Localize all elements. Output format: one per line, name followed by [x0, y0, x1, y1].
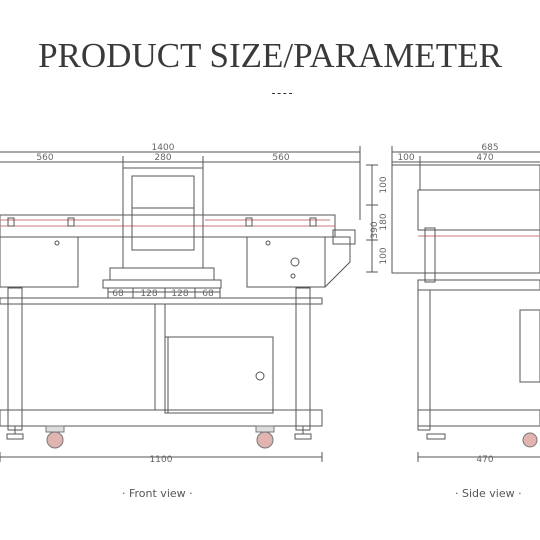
- dim-bracket-1: 68: [112, 289, 124, 299]
- dim-side-v1: 100: [379, 176, 389, 193]
- dim-left-section: 560: [36, 153, 53, 163]
- dim-bracket-4: 68: [202, 289, 214, 299]
- dim-right-section: 560: [272, 153, 289, 163]
- dim-bracket-2: 128: [140, 289, 157, 299]
- front-view-caption: · Front view ·: [122, 487, 193, 500]
- title-divider: [272, 93, 292, 94]
- dim-overall-width: 1400: [152, 143, 175, 153]
- dim-base-width: 1100: [150, 455, 173, 465]
- dim-side-overall: 685: [481, 143, 498, 153]
- page-title: PRODUCT SIZE/PARAMETER: [38, 36, 502, 75]
- dim-side-v2: 180: [379, 213, 389, 230]
- dim-bracket-3: 128: [171, 289, 188, 299]
- side-view-caption: · Side view ·: [455, 487, 522, 500]
- dim-side-base: 470: [476, 455, 493, 465]
- dim-center-section: 280: [154, 153, 171, 163]
- dim-side-v4: 100: [379, 247, 389, 264]
- dim-side-left: 100: [397, 153, 414, 163]
- dim-side-mid: 470: [476, 153, 493, 163]
- dim-side-v3: 390: [370, 221, 380, 238]
